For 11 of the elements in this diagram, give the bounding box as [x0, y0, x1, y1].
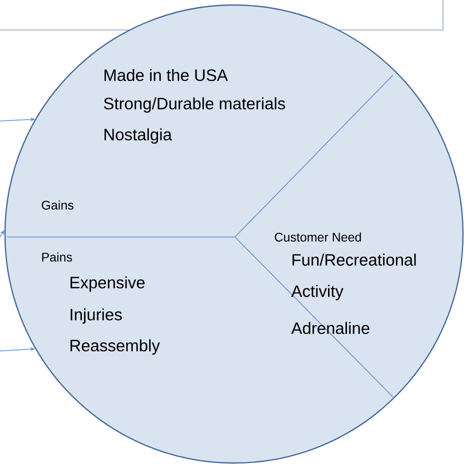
section-heading: Gains	[42, 200, 74, 210]
list-item: Fun/Recreational Activity	[291, 254, 416, 300]
list-item: Injuries	[70, 308, 122, 324]
list-item: Reassembly	[70, 339, 160, 355]
section-heading: Pains	[42, 252, 72, 262]
list-item: Adrenaline	[291, 322, 370, 334]
list-item: Made in the USA	[104, 68, 228, 82]
list-item: Nostalgia	[104, 128, 172, 144]
section-heading: Customer Need	[274, 232, 361, 242]
list-item: Strong/Durable materials	[104, 97, 286, 113]
list-item: Expensive	[70, 276, 145, 292]
